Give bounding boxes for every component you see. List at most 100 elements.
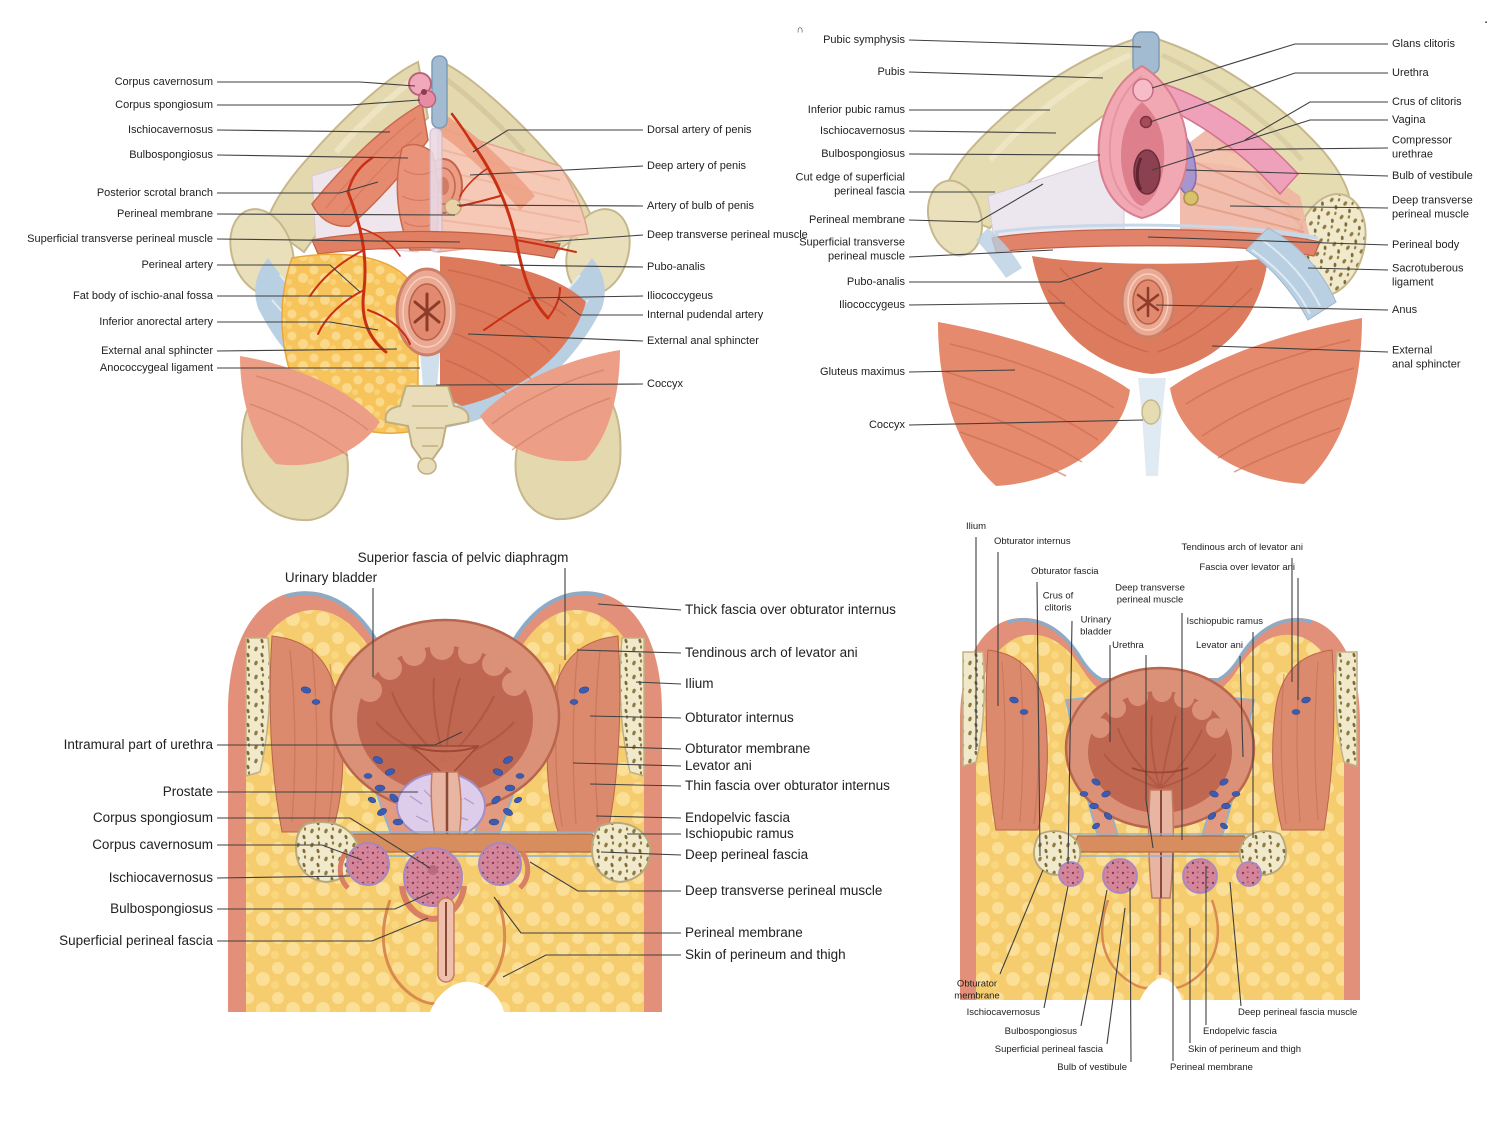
urinary-bladder [329, 618, 561, 814]
leader-artery-of-bulb-of-penis [456, 204, 644, 207]
leader-vagina [1151, 119, 1388, 171]
obturator-internus-muscles [269, 635, 621, 833]
leader-inferior-anorectal-artery [217, 321, 379, 331]
bulb-of-vestibule-right [1182, 858, 1218, 894]
leader-bulbospongiosus [908, 153, 1101, 156]
leader-deep-artery-of-penis [469, 165, 644, 176]
ischiocavernosus-wrap [337, 850, 350, 890]
panel4-female-coronal-illustration [960, 617, 1360, 1000]
leader-ischiocavernosus [216, 875, 351, 879]
leader-dorsal-artery-of-penis [472, 129, 643, 153]
panel1-male-perineum-illustration [229, 55, 631, 522]
leader-bulbospongiosus [216, 154, 409, 159]
leader-superficial-perineal-fascia [1106, 907, 1126, 1045]
leader-pubis [908, 71, 1104, 79]
leader-pubo-analis [909, 267, 1103, 283]
bulbospongiosus-wrap [399, 885, 467, 923]
leader-obturator-membrane [999, 869, 1044, 975]
leader-obturator-membrane [618, 746, 682, 750]
perineal-membrane-band [991, 223, 1321, 257]
panel2-female-perineum-illustration [927, 31, 1367, 486]
leader-ischiocavernosus [216, 129, 391, 133]
leader-gluteus-maximus [908, 369, 1016, 373]
leader-levator-ani [1239, 655, 1244, 758]
ilium-right [1334, 651, 1358, 768]
superficial-muscles [311, 102, 561, 259]
leader-thin-fascia-over-obturator-internus [589, 783, 682, 787]
bulb-of-vestibule-left [1102, 858, 1138, 894]
leader-perineal-membrane [216, 213, 456, 216]
leader-bulb-of-vestibule [1185, 169, 1389, 177]
leader-pubo-analis [499, 264, 644, 268]
anus [395, 267, 459, 357]
leader-corpus-spongiosum [217, 817, 431, 869]
leader-urethra [1145, 655, 1154, 849]
leader-corpus-spongiosum [217, 99, 421, 106]
leader-deep-transverse-perineal-muscle [529, 861, 681, 892]
leader-perineal-membrane [908, 183, 1044, 223]
leader-superficial-transverse-perineal-muscle [908, 249, 1054, 258]
leader-iliococcygeus [908, 302, 1066, 306]
ilium-right [619, 637, 645, 777]
leader-ischiocavernosus [1043, 885, 1069, 1009]
leader-thick-fascia-over-obturator-internus [597, 603, 682, 611]
leader-compressor-urethrae [1194, 147, 1389, 151]
leader-external-anal-sphincter [467, 333, 644, 342]
coccyx-tip [1141, 399, 1161, 425]
leader-external-anal-sphincter [1211, 345, 1389, 353]
anus [1120, 265, 1176, 339]
greater-vestibular-gland [1183, 190, 1199, 206]
perineal-skin-folds [381, 897, 507, 1012]
levator-ani-muscles [240, 256, 620, 466]
ilium-left [962, 651, 986, 768]
leader-intramural-part-of-urethra [217, 731, 463, 746]
leader-perineal-body [1147, 236, 1389, 246]
corpus-cavernosum-left [346, 842, 390, 886]
leader-perineal-membrane [493, 896, 681, 934]
leader-pubic-symphysis [908, 39, 1142, 48]
erectile-bodies [337, 842, 531, 923]
leader-coccyx [435, 383, 644, 386]
leader-levator-ani [572, 762, 682, 767]
panel3-male-coronal-illustration [228, 591, 662, 1012]
leader-deep-perineal-fascia [600, 851, 682, 856]
leader-posterior-scrotal-branch [217, 181, 379, 194]
corpus-cavernosum-right [478, 842, 522, 886]
glans-clitoris [1132, 78, 1154, 102]
urinary-bladder [1064, 666, 1256, 830]
leader-bulb-of-vestibule [1129, 887, 1132, 1063]
leader-ilium [635, 681, 682, 685]
leader-corpus-cavernosum [217, 844, 363, 861]
corpus-spongiosum-bulb [403, 847, 463, 907]
leader-bulbospongiosus [217, 891, 433, 910]
crus-right [1236, 861, 1262, 887]
erectile-bodies [1058, 858, 1262, 894]
penis-cross-section [408, 55, 448, 129]
leader-deep-transverse-perineal-muscle [544, 234, 644, 243]
gluteus-maximus [938, 318, 1362, 486]
leader-superficial-perineal-fascia [217, 917, 429, 942]
leader-perineal-artery [217, 264, 361, 293]
leader-ischiocavernosus [908, 130, 1057, 134]
obturator-internus-muscles [985, 649, 1335, 831]
ilium-left [245, 637, 271, 777]
leader-obturator-fascia [1036, 581, 1041, 857]
leader-crus-of-clitoris [1067, 620, 1073, 865]
venous-plexus-dots [300, 686, 590, 826]
leader-superficial-transverse-perineal-muscle [216, 238, 461, 243]
leader-deep-perineal-fascia-muscle [1229, 881, 1242, 1007]
leader-glans-clitoris [1151, 43, 1388, 89]
leader-endopelvic-fascia [595, 815, 682, 819]
vulva [1097, 64, 1189, 220]
leader-anus [1155, 304, 1389, 311]
leader-coccyx [908, 419, 1144, 426]
leader-urethra [1149, 72, 1388, 123]
artery-tree-left [309, 156, 411, 354]
leader-internal-pudendal-artery [557, 297, 643, 316]
crus-of-clitoris [1157, 83, 1300, 196]
leader-bulbospongiosus [1080, 889, 1108, 1027]
sacrum-coccyx [384, 385, 470, 475]
crus-left [1058, 861, 1084, 887]
leader-deep-transverse-perineal-muscle [1229, 205, 1389, 209]
